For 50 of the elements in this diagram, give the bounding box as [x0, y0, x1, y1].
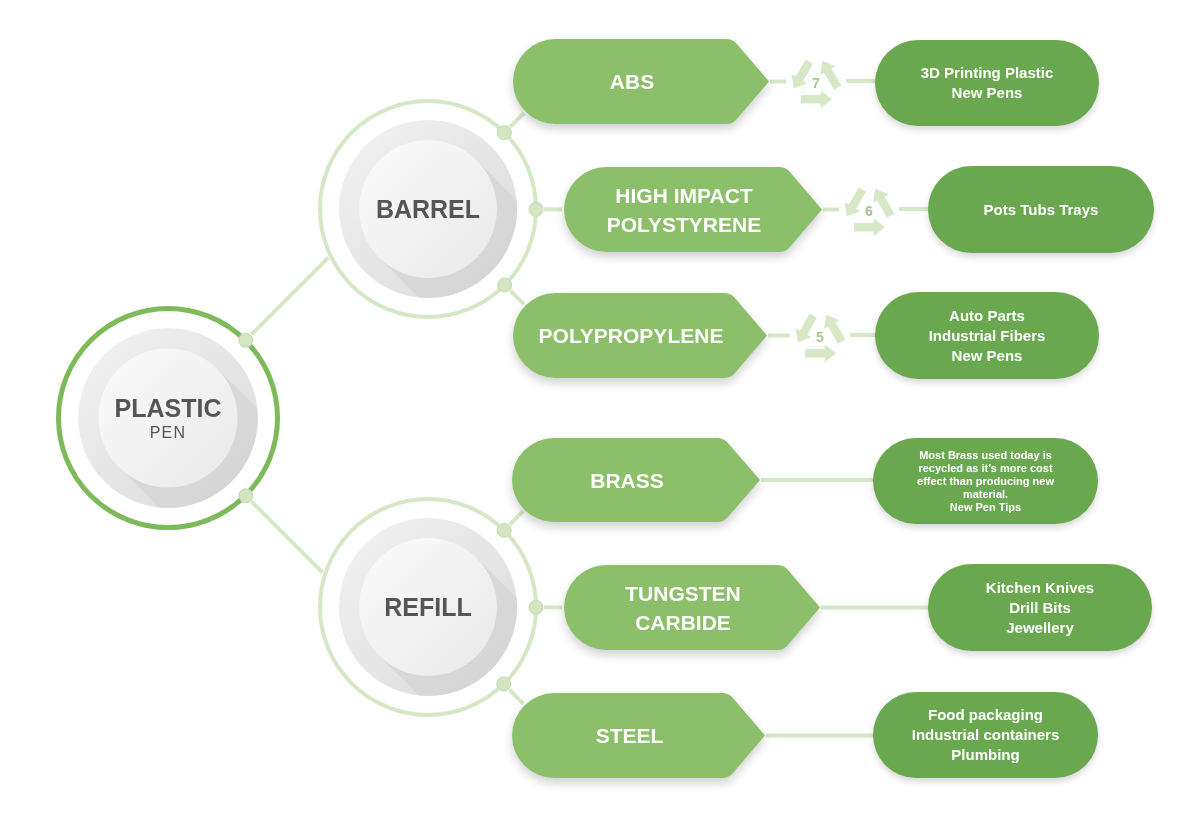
- tag-label: ABS: [609, 69, 655, 95]
- pill-text: Most Brass used today is recycled as it’s more cost effect than producing new material.: [916, 448, 1055, 501]
- connector-line: [770, 79, 786, 84]
- pill-text: Drill Bits: [1009, 597, 1071, 618]
- circle-subtitle: PEN: [149, 423, 187, 443]
- connector-line: [250, 500, 324, 574]
- connector-line: [761, 478, 873, 482]
- pill-text: Plumbing: [951, 745, 1020, 765]
- connector-line: [508, 289, 526, 306]
- rounded-pill: [928, 166, 1154, 253]
- connector-line: [250, 256, 330, 336]
- pill-text: Pots Tubs Trays: [983, 199, 1099, 220]
- resin-code: 7: [812, 75, 820, 91]
- connector-line: [508, 509, 525, 527]
- pill-text: New Pen Tips: [948, 500, 1023, 514]
- circle-title: PLASTIC: [114, 393, 222, 423]
- connector-line: [507, 688, 525, 706]
- connector-line: [821, 605, 928, 610]
- rounded-pill: [873, 438, 1098, 524]
- rounded-pill: [928, 564, 1152, 651]
- connector-line: [899, 207, 928, 211]
- pill-text: Industrial Fibers: [928, 325, 1046, 346]
- tag-label: BRASS: [590, 467, 664, 494]
- rounded-pill: [873, 692, 1098, 778]
- connector-line: [768, 333, 790, 338]
- pill-text: New Pens: [951, 83, 1023, 103]
- pill-text: Industrial containers: [911, 725, 1060, 745]
- pill-text: Food packaging: [928, 705, 1043, 725]
- resin-code: 6: [865, 203, 873, 219]
- connector-line: [766, 733, 873, 738]
- connector-line: [544, 605, 562, 610]
- connector-line: [850, 333, 875, 337]
- tag-label: STEEL: [595, 723, 664, 749]
- pill-text: Kitchen Knives: [985, 577, 1095, 598]
- circle-title: BARREL: [375, 194, 481, 224]
- connector-line: [544, 207, 562, 212]
- connector-line: [508, 111, 526, 129]
- tag-label: HIGH IMPACT POLYSTYRENE: [605, 182, 763, 238]
- tag-label: POLYPROPYLENE: [538, 323, 724, 349]
- connector-line: [846, 79, 875, 83]
- circle-title: REFILL: [384, 592, 472, 622]
- tag-label: TUNGSTEN CARBIDE: [624, 580, 742, 636]
- resin-code: 5: [816, 329, 824, 345]
- connector-line: [823, 207, 839, 212]
- rounded-pill: [875, 292, 1099, 379]
- pill-text: 3D Printing Plastic: [920, 63, 1054, 83]
- rounded-pill: [875, 40, 1099, 126]
- pill-text: New Pens: [951, 345, 1023, 366]
- pill-text: Auto Parts: [949, 305, 1025, 326]
- pill-text: Jewellery: [1006, 617, 1074, 638]
